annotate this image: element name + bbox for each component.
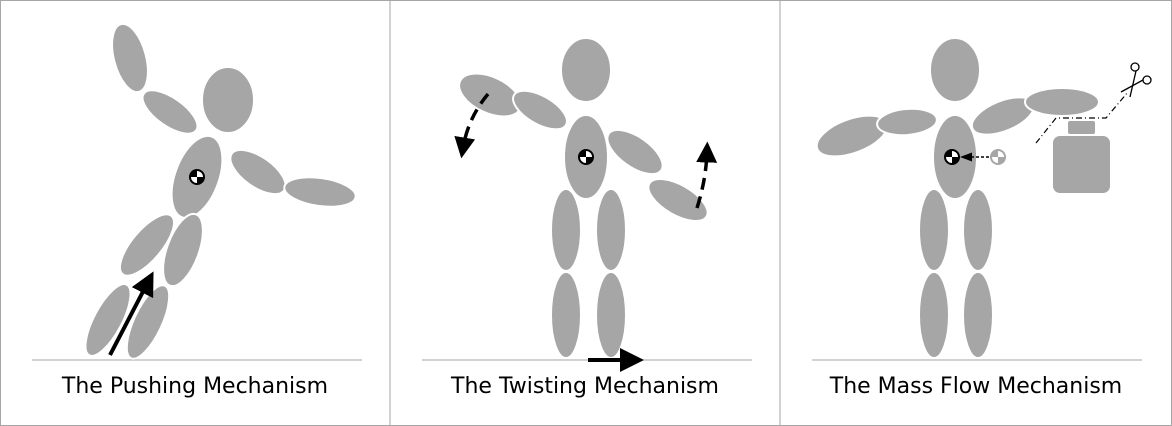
left-shin: [550, 271, 582, 359]
right-forearm: [1024, 87, 1100, 117]
rotation-arrow-icon: [695, 141, 718, 209]
panel-title-mass-flow: The Mass Flow Mechanism: [829, 374, 1123, 399]
right-thigh: [162, 212, 204, 288]
jar-body: [1053, 136, 1110, 193]
right-shin: [595, 271, 627, 359]
left-forearm: [815, 114, 889, 158]
twisting-figure: [422, 37, 752, 372]
left-upper-arm: [876, 107, 938, 137]
panel-title-pushing: The Pushing Mechanism: [61, 374, 329, 399]
right-upper-arm: [229, 148, 287, 196]
scissors-icon: [1120, 62, 1152, 98]
rotation-arrow-icon: [454, 92, 490, 159]
head: [201, 66, 255, 134]
panel-title-twisting: The Twisting Mechanism: [451, 374, 719, 399]
jar-cap: [1068, 121, 1095, 134]
right-shin: [125, 284, 171, 360]
right-shin: [962, 271, 994, 359]
head: [560, 37, 612, 103]
center-of-mass-icon: [189, 169, 205, 185]
center-of-mass-icon: [578, 149, 594, 165]
right-forearm: [647, 178, 709, 222]
left-forearm: [111, 22, 149, 94]
right-upper-arm: [606, 128, 664, 176]
left-shin: [84, 283, 132, 357]
cut-line: [1035, 91, 1129, 144]
right-thigh: [962, 188, 994, 272]
mass-flow-figure: [812, 37, 1152, 361]
push-arrow-icon: [108, 271, 154, 356]
left-thigh: [918, 188, 950, 272]
head: [929, 37, 981, 103]
pushing-figure: [32, 22, 362, 361]
left-shin: [918, 271, 950, 359]
left-upper-arm: [141, 89, 199, 135]
left-upper-arm: [512, 89, 568, 131]
left-thigh: [550, 188, 582, 272]
center-of-mass-icon: [944, 149, 960, 165]
old-center-of-mass-icon: [990, 149, 1006, 165]
left-thigh: [119, 213, 175, 277]
right-forearm: [283, 176, 357, 208]
right-thigh: [595, 188, 627, 272]
